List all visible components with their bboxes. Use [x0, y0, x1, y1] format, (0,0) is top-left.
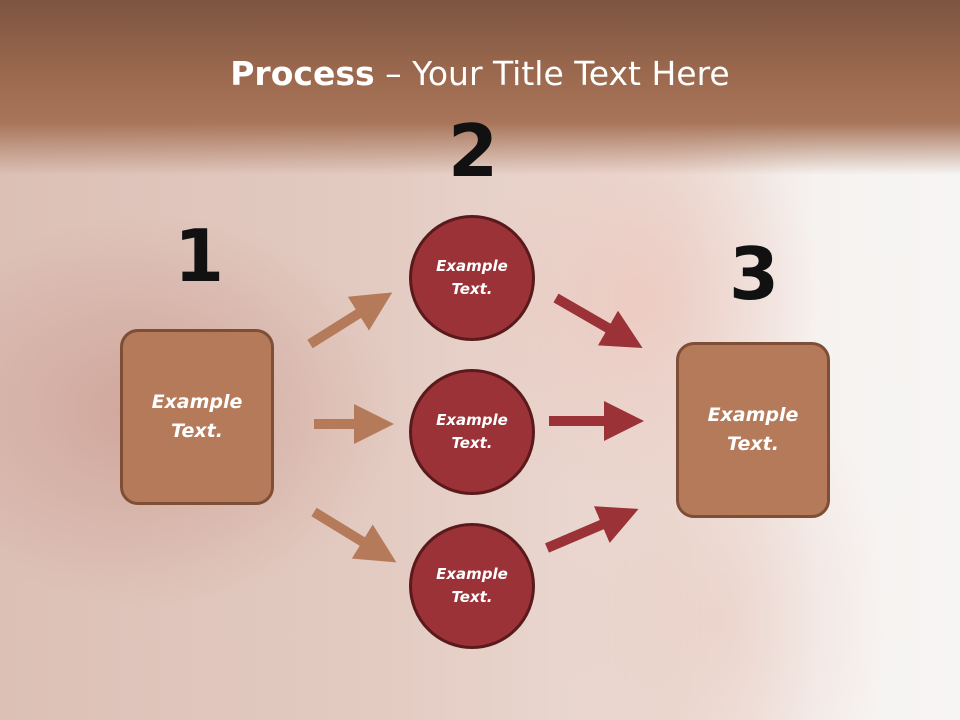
step-2-circle-middle: Example Text.: [409, 369, 535, 495]
title-band: [0, 0, 960, 175]
title-rest: – Your Title Text Here: [374, 54, 730, 93]
step-2-circle-bottom: Example Text.: [409, 523, 535, 649]
arrow-from-top-circle: [553, 293, 643, 349]
step-number-3: 3: [728, 232, 780, 316]
step-number-1: 1: [173, 214, 225, 298]
step-1-box: Example Text.: [120, 329, 274, 505]
arrow-to-bottom-circle: [311, 507, 397, 563]
step-2-circle-bottom-label: Example Text.: [436, 565, 508, 606]
step-2-circle-top: Example Text.: [409, 215, 535, 341]
step-3-box: Example Text.: [676, 342, 830, 518]
arrow-to-top-circle: [307, 292, 393, 349]
step-1-label: Example Text.: [151, 391, 243, 442]
step-2-circle-middle-label: Example Text.: [436, 411, 508, 452]
step-number-2: 2: [447, 109, 499, 193]
slide-title: Process – Your Title Text Here: [0, 52, 960, 96]
arrow-from-bottom-circle: [545, 506, 639, 553]
step-2-circle-top-label: Example Text.: [436, 257, 508, 298]
step-3-label: Example Text.: [707, 404, 799, 455]
title-bold: Process: [230, 54, 375, 93]
